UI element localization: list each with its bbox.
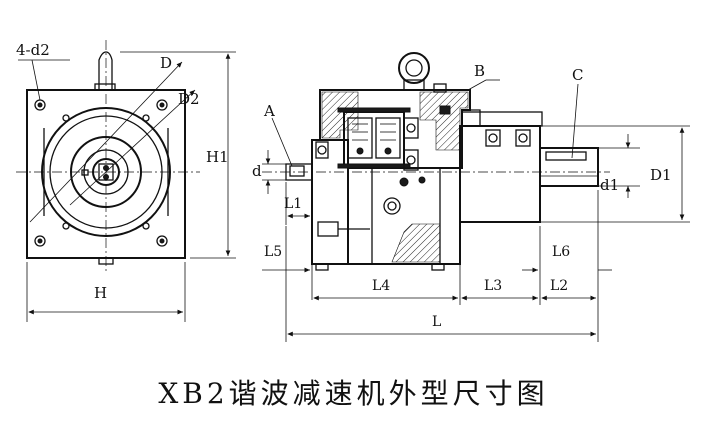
lifting-pin-icon — [94, 51, 116, 91]
diameter-d-label: D — [160, 54, 172, 72]
flange-d1-label: D1 — [650, 166, 672, 184]
dim-l2-label: L2 — [550, 278, 568, 294]
diameter-d2-label: D2 — [178, 90, 200, 108]
dim-l6-label: L6 — [552, 244, 570, 260]
front-view: 4-d2 D D2 H1 H — [16, 40, 236, 322]
width-h-label: H — [94, 284, 107, 302]
part-b-label: B — [474, 62, 485, 80]
hole-label: 4-d2 — [16, 41, 50, 59]
shaft-d1-label: d1 — [600, 176, 619, 194]
bearing-icon — [315, 117, 531, 171]
part-a-label: A — [263, 102, 275, 120]
drawing-caption: XB2谐波减速机外型尺寸图 — [158, 377, 549, 410]
part-c-label: C — [572, 66, 583, 84]
height-h1-label: H1 — [206, 148, 229, 166]
dim-l1-label: L1 — [284, 196, 302, 212]
side-view: A B C d D1 d1 L1 L5 — [252, 52, 690, 342]
mount-hole-icon — [34, 99, 168, 247]
dim-l-label: L — [432, 314, 441, 330]
shaft-d-label: d — [252, 162, 262, 180]
housing-upper — [319, 89, 471, 169]
dim-l3-label: L3 — [484, 278, 502, 294]
dim-l5-label: L5 — [264, 244, 282, 260]
lifting-eye-icon — [398, 52, 430, 91]
dim-l4-label: L4 — [372, 278, 390, 294]
output-shaft — [539, 147, 599, 187]
